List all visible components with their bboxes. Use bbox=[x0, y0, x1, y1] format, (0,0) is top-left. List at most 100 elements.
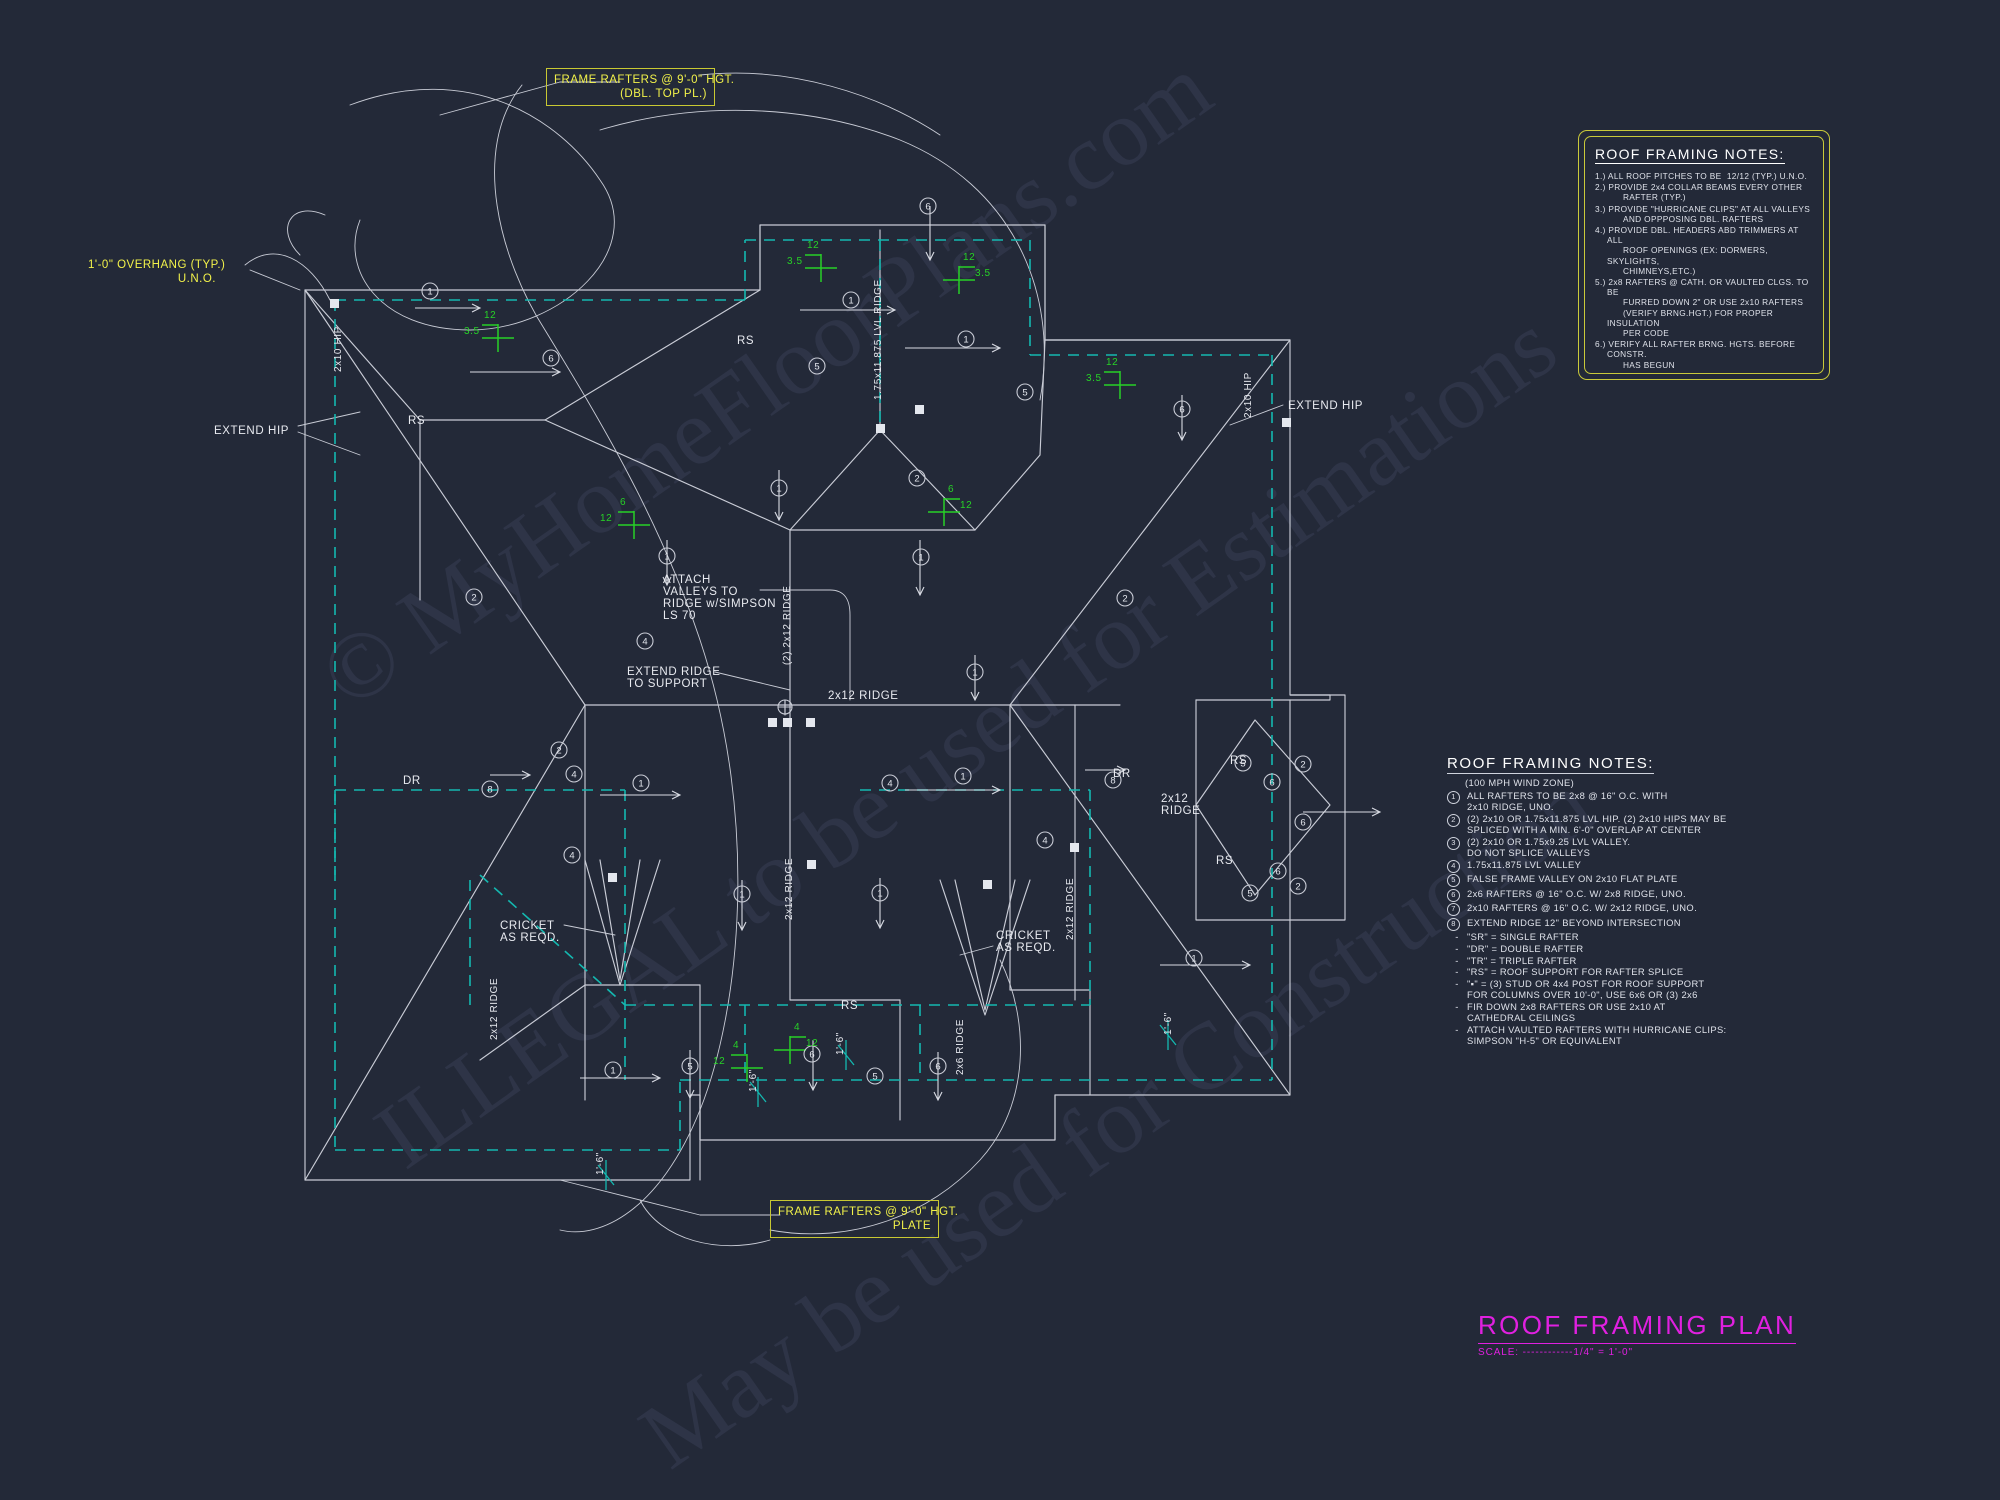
rafter-direction-arrow bbox=[905, 785, 1002, 795]
keynote-bubble-number: 1 bbox=[664, 552, 669, 563]
pitch-run-label: 12 bbox=[963, 252, 976, 263]
keynote-bubble-number: 5 bbox=[872, 1072, 877, 1083]
pitch-marker bbox=[618, 511, 650, 539]
roof-framing-notes-box: ROOF FRAMING NOTES: 1.) ALL ROOF PITCHES… bbox=[1578, 130, 1830, 380]
keynote-bubble: 6 bbox=[919, 197, 937, 215]
pitch-marker bbox=[1104, 371, 1136, 399]
keynote-bubble-number: 2 bbox=[471, 593, 476, 604]
notes-right-legend-item: -"SR" = SINGLE RAFTER bbox=[1447, 931, 1847, 942]
keynote-bubble: 1 bbox=[421, 282, 439, 300]
callout-overhang: 1'-0" OVERHANG (TYP.) U.N.O. bbox=[88, 259, 226, 285]
callout-frame-rafters-top: FRAME RAFTERS @ 9'-0" HGT. (DBL. TOP PL.… bbox=[546, 68, 734, 106]
plan-label: 2x12 RIDGE bbox=[828, 690, 899, 702]
rafter-direction-arrow bbox=[915, 540, 925, 597]
keynote-bubble: 6 bbox=[542, 349, 560, 367]
keynote-bubble-number: 2 bbox=[1122, 594, 1127, 605]
notes-right-legend-text: "DR" = DOUBLE RAFTER bbox=[1467, 942, 1584, 954]
pitch-run-label: 4 bbox=[794, 1022, 801, 1033]
notes-right-item-text: (2) 2x10 OR 1.75x11.875 LVL HIP. (2) 2x1… bbox=[1467, 812, 1727, 836]
rafter-direction-arrow bbox=[415, 303, 482, 313]
keynote-bubble: 1 bbox=[604, 1061, 622, 1079]
keynote-bubble: 6 bbox=[929, 1057, 947, 1075]
plan-label: RS bbox=[1216, 855, 1234, 867]
legend-dash: - bbox=[1455, 978, 1459, 990]
keynote-bubble-number: 6 bbox=[925, 202, 930, 213]
keynote-bubble: 1 bbox=[1447, 790, 1467, 812]
pitch-rise-label: 12 bbox=[806, 1038, 819, 1049]
notes-right-item-text: (2) 2x10 OR 1.75x9.25 LVL VALLEY. DO NOT… bbox=[1467, 835, 1631, 859]
rafter-direction-arrow bbox=[1085, 765, 1127, 775]
keynote-bubble-number: 5 bbox=[687, 1062, 692, 1073]
keynote-bubble: 6 bbox=[1263, 773, 1281, 791]
plan-label: ATTACH VALLEYS TO RIDGE w/SIMPSON LS 70 bbox=[663, 574, 777, 622]
rafter-direction-arrow bbox=[470, 367, 562, 377]
pitch-run-label: 6 bbox=[948, 484, 955, 495]
plan-label: EXTEND HIP bbox=[1288, 400, 1364, 412]
scale-label: SCALE: ------------1/4" = 1'-0" bbox=[1478, 1347, 1633, 1358]
rafter-direction-arrow bbox=[875, 878, 885, 930]
keynote-bubble-number: 1 bbox=[427, 287, 432, 298]
keynote-bubble-number: 2 bbox=[914, 474, 919, 485]
plan-label-vertical: 2x6 RIDGE bbox=[955, 1019, 966, 1075]
pitch-rise-label: 12 bbox=[960, 500, 973, 511]
keynote-bubble: 5 bbox=[1447, 873, 1467, 888]
rafter-direction-arrow bbox=[580, 1073, 662, 1083]
keynote-bubble: 2 bbox=[550, 741, 568, 759]
keynote-bubble-number: 1 bbox=[972, 668, 977, 679]
notes-right-legend-text: ATTACH VAULTED RAFTERS WITH HURRICANE CL… bbox=[1467, 1023, 1727, 1047]
keynote-bubble: 7 bbox=[1447, 902, 1467, 917]
pitch-rise-label: 3.5 bbox=[1086, 373, 1102, 384]
pitch-rise-label: 12 bbox=[713, 1056, 726, 1067]
keynote-bubble-number: 1 bbox=[1191, 954, 1196, 965]
keynote-bubble-number: 6 bbox=[1300, 818, 1305, 829]
pitch-run-label: 12 bbox=[484, 310, 497, 321]
keynote-bubble-number: 1 bbox=[610, 1066, 615, 1077]
keynote-bubble: 6 bbox=[1294, 813, 1312, 831]
plan-label-vertical: 2x10 HIP bbox=[333, 326, 344, 372]
keynote-bubble-number: 4 bbox=[571, 770, 576, 781]
plan-label: CRICKET AS REQD. bbox=[996, 930, 1056, 954]
keynote-bubble: 5 bbox=[808, 357, 826, 375]
keynote-bubble: 2 bbox=[1289, 877, 1307, 895]
keynote-bubble: 4 bbox=[1036, 831, 1054, 849]
notes-right-item-text: FALSE FRAME VALLEY ON 2x10 FLAT PLATE bbox=[1467, 873, 1678, 885]
keynote-bubble: 2 bbox=[465, 588, 483, 606]
plan-label-vertical: 1'-6" bbox=[595, 1152, 606, 1175]
plan-label: 2x12 RIDGE bbox=[1161, 793, 1201, 817]
keynote-bubble-number: 1 bbox=[963, 335, 968, 346]
keynote-bubble-number: 6 bbox=[935, 1062, 940, 1073]
pitch-marker bbox=[731, 1054, 763, 1082]
pitch-run-label: 6 bbox=[620, 497, 627, 508]
roof-framing-notes-right: ROOF FRAMING NOTES: (100 MPH WIND ZONE) … bbox=[1447, 755, 1847, 1047]
keynote-bubble-number: 4 bbox=[1042, 836, 1047, 847]
keynote-bubble: 2 bbox=[1447, 813, 1467, 835]
keynote-bubble-number: 2 bbox=[1300, 760, 1305, 771]
callout-frame-rafters-bottom: FRAME RAFTERS @ 9'-0" HGT. PLATE bbox=[770, 1200, 958, 1238]
keynote-bubble: 4 bbox=[636, 632, 654, 650]
keynote-bubble-number: 6 bbox=[548, 354, 553, 365]
keynote-bubble: 1 bbox=[871, 884, 889, 902]
plan-label: DR bbox=[1113, 768, 1131, 780]
notes-box-list: 1.) ALL ROOF PITCHES TO BE 12/12 (TYP.) … bbox=[1595, 171, 1813, 370]
keynote-bubble: 1 bbox=[966, 663, 984, 681]
notes-right-legend-item: -"TR" = TRIPLE RAFTER bbox=[1447, 955, 1847, 966]
notes-box-item: 6.) VERIFY ALL RAFTER BRNG. HGTS. BEFORE… bbox=[1595, 339, 1796, 370]
notes-right-item-text: 1.75x11.875 LVL VALLEY bbox=[1467, 858, 1582, 870]
notes-right-legend-item: -FIR DOWN 2x8 RAFTERS OR USE 2x10 AT CAT… bbox=[1447, 1001, 1847, 1023]
plan-label: RS bbox=[1230, 755, 1248, 767]
keynote-bubble: 1 bbox=[954, 767, 972, 785]
keynote-bubble: 4 bbox=[565, 765, 583, 783]
keynote-bubble: 1 bbox=[632, 774, 650, 792]
keynote-bubble: 5 bbox=[866, 1067, 884, 1085]
pitch-run-label: 12 bbox=[807, 240, 820, 251]
notes-box-title: ROOF FRAMING NOTES: bbox=[1595, 146, 1785, 164]
plan-label-vertical: 1'-6" bbox=[1163, 1012, 1174, 1035]
notes-right-legend-text: "▪" = (3) STUD OR 4x4 POST FOR ROOF SUPP… bbox=[1467, 978, 1705, 1001]
keynote-bubble-number: 4 bbox=[569, 851, 574, 862]
notes-right-legend-item: -"▪" = (3) STUD OR 4x4 POST FOR ROOF SUP… bbox=[1447, 978, 1847, 1000]
keynote-bubble: 1 bbox=[658, 547, 676, 565]
